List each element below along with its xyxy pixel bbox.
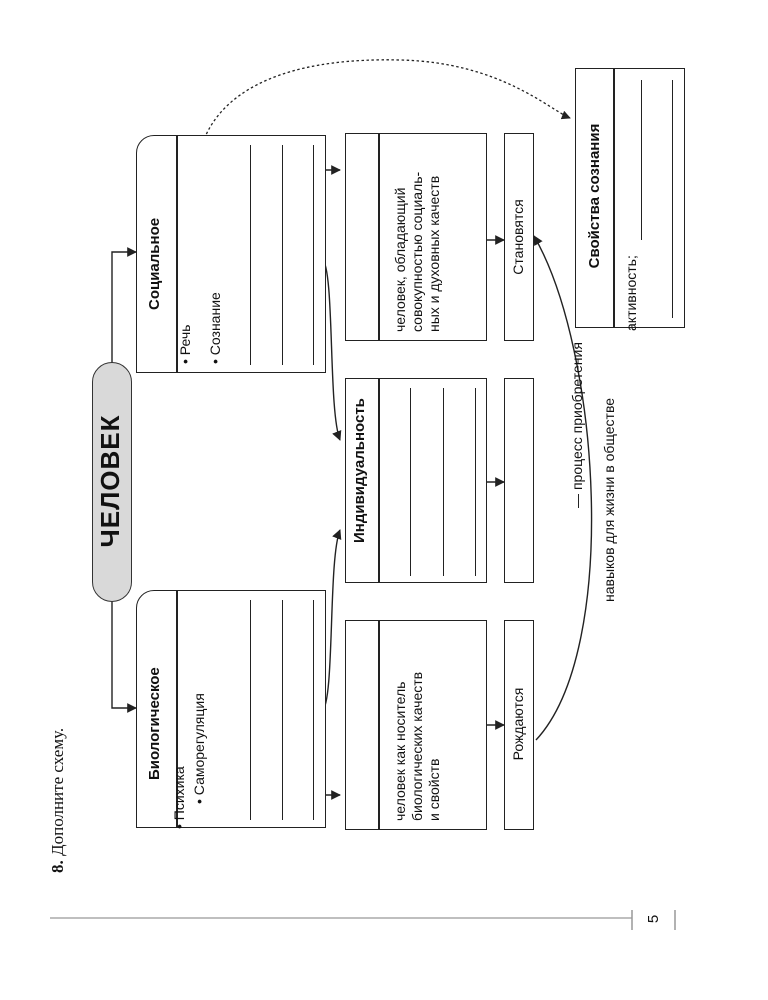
task-label: 8. Дополните схему. bbox=[48, 703, 70, 873]
social-item-1: • Речь bbox=[177, 324, 193, 364]
properties-blank-line-2 bbox=[672, 80, 673, 318]
social-definition-divider bbox=[378, 133, 380, 341]
arc-born-to-become bbox=[533, 235, 593, 741]
properties-blank-line-inline bbox=[641, 80, 642, 240]
biological-item-1: • Психика bbox=[171, 766, 187, 829]
center-title: ЧЕЛОВЕК bbox=[95, 414, 125, 548]
born-box bbox=[504, 620, 534, 830]
biological-item-2-text: Саморегуляция bbox=[191, 693, 207, 796]
biological-blank-line-2 bbox=[282, 600, 283, 820]
social-blank-line-3 bbox=[313, 145, 314, 365]
social-definition-box bbox=[345, 133, 487, 341]
arc-label-line-2: навыков для жизни в обществе bbox=[601, 397, 617, 603]
task-text: Дополните схему. bbox=[48, 727, 67, 856]
dashed-consciousness-to-properties bbox=[196, 59, 571, 273]
become-label: Становятся bbox=[510, 199, 526, 275]
social-blank-line-2 bbox=[282, 145, 283, 365]
individuality-title: Индивидуальность bbox=[351, 398, 368, 543]
bio-definition-box bbox=[345, 620, 487, 830]
biological-box bbox=[136, 590, 326, 828]
social-item-2: • Сознание bbox=[207, 292, 223, 364]
bio-definition-divider bbox=[378, 620, 380, 830]
bio-definition-line-3: и свойств bbox=[426, 758, 442, 821]
properties-item: активность; bbox=[623, 255, 639, 331]
biological-header-divider bbox=[176, 590, 178, 828]
properties-title: Свойства сознания bbox=[586, 123, 603, 269]
biological-blank-line-3 bbox=[313, 600, 314, 820]
social-blank-line-1 bbox=[250, 145, 251, 365]
social-box bbox=[136, 135, 326, 373]
social-definition-line-1: человек, обладающий bbox=[392, 187, 408, 332]
individuality-header-divider bbox=[378, 378, 380, 583]
social-item-1-text: Речь bbox=[177, 324, 193, 356]
social-definition-line-3: ных и духовных качеств bbox=[426, 175, 442, 332]
social-header-divider bbox=[176, 135, 178, 373]
biological-item-1-text: Психика bbox=[171, 766, 187, 821]
individuality-blank-line-2 bbox=[443, 388, 444, 576]
born-label: Рождаются bbox=[510, 687, 526, 761]
connector-center-to-social bbox=[111, 247, 137, 370]
page-number: 5 bbox=[645, 914, 662, 924]
become-box bbox=[504, 133, 534, 341]
bio-definition-line-2: биологических качеств bbox=[409, 671, 425, 821]
connector-center-to-biological bbox=[111, 600, 137, 713]
social-title: Социальное bbox=[146, 217, 163, 310]
properties-box bbox=[575, 68, 685, 328]
properties-header-divider bbox=[613, 68, 615, 328]
individuality-box bbox=[345, 378, 487, 583]
task-number: 8. bbox=[48, 860, 67, 873]
biological-blank-line-1 bbox=[250, 600, 251, 820]
biological-item-2: • Саморегуляция bbox=[191, 693, 207, 804]
social-item-2-text: Сознание bbox=[207, 292, 223, 356]
center-node bbox=[92, 362, 132, 602]
social-definition-line-2: совокупностью социаль- bbox=[409, 171, 425, 332]
bio-definition-line-1: человек как носитель bbox=[392, 681, 408, 821]
biological-title: Биологическое bbox=[146, 667, 163, 780]
individuality-blank-line-3 bbox=[475, 388, 476, 576]
individuality-result-box bbox=[504, 378, 534, 583]
individuality-blank-line-1 bbox=[410, 388, 411, 576]
arc-label-line-1: — процесс приобретения bbox=[569, 342, 585, 508]
